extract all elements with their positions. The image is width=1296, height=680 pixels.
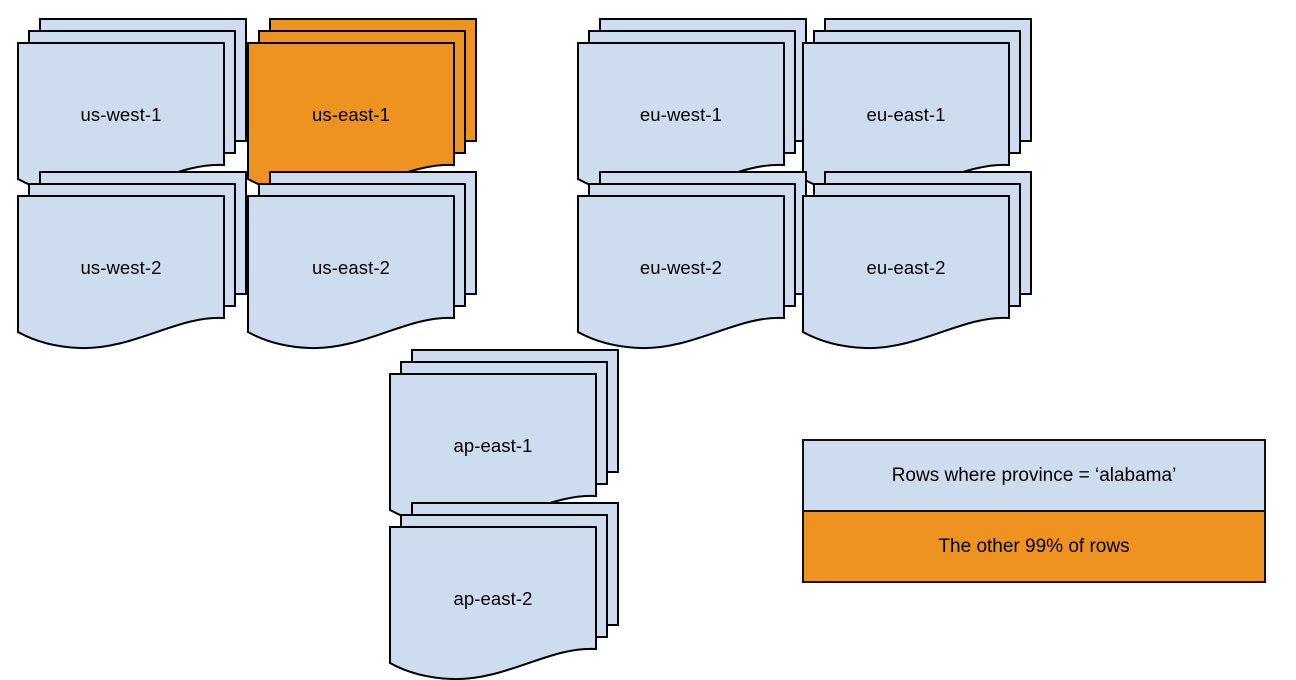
document-stack-shape (389, 502, 619, 680)
document-stack-shape (389, 349, 619, 528)
stack-sheet-front (389, 526, 597, 680)
document-stack-shape (577, 171, 807, 350)
legend-row-other: The other 99% of rows (804, 512, 1264, 581)
document-stack-shape (802, 171, 1032, 350)
legend-label-other: The other 99% of rows (938, 536, 1130, 557)
document-stack-eu-east-2[interactable]: eu-east-2 (799, 168, 1035, 350)
document-stack-shape (247, 171, 477, 350)
stack-sheet-front (17, 195, 225, 350)
legend-row-alabama: Rows where province = ‘alabama’ (804, 441, 1264, 512)
document-stack-shape (247, 18, 477, 197)
document-stack-us-east-1[interactable]: us-east-1 (244, 15, 480, 197)
legend: Rows where province = ‘alabama’ The othe… (802, 439, 1266, 583)
document-stack-us-west-2[interactable]: us-west-2 (14, 168, 250, 350)
document-stack-shape (802, 18, 1032, 197)
stack-sheet-front (802, 195, 1010, 350)
document-stack-shape (17, 171, 247, 350)
document-stack-eu-east-1[interactable]: eu-east-1 (799, 15, 1035, 197)
document-stack-eu-west-2[interactable]: eu-west-2 (574, 168, 810, 350)
document-stack-shape (577, 18, 807, 197)
stack-sheet-front (577, 195, 785, 350)
document-stack-us-east-2[interactable]: us-east-2 (244, 168, 480, 350)
legend-label-alabama: Rows where province = ‘alabama’ (891, 465, 1177, 486)
document-stack-ap-east-2[interactable]: ap-east-2 (386, 499, 622, 680)
stack-sheet-front (247, 195, 455, 350)
document-stack-ap-east-1[interactable]: ap-east-1 (386, 346, 622, 528)
